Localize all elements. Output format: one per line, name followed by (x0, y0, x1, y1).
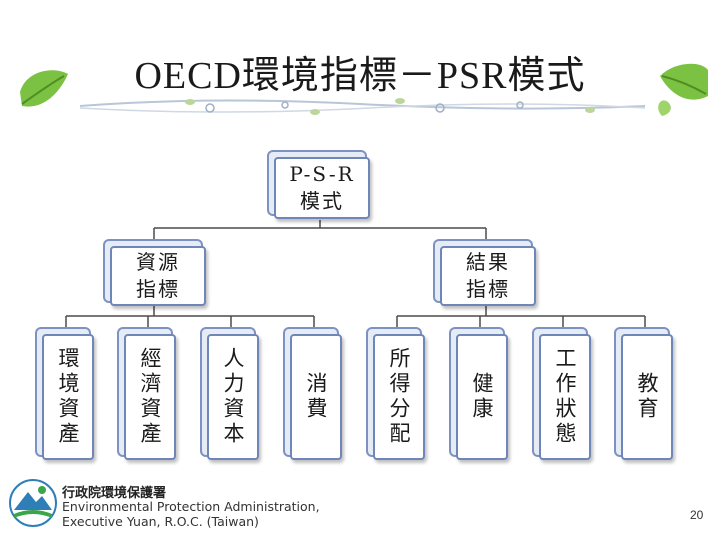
leaf-work-status: 工作狀態 (539, 334, 591, 460)
slide-title: OECD環境指標－PSR模式 (134, 55, 586, 97)
leaf-education: 教育 (621, 334, 673, 460)
node-resource-indicator: 資源 指標 (110, 246, 206, 306)
org-name-chinese: 行政院環境保護署 (62, 486, 167, 501)
leaf-health: 健康 (456, 334, 508, 460)
epa-logo-icon (9, 479, 57, 527)
leaf-income-distribution: 所得分配 (373, 334, 425, 460)
green-leaf-icon (658, 63, 708, 116)
node-outcome-indicator: 結果 指標 (440, 246, 536, 306)
org-name-english-line1: Environmental Protection Administration, (62, 499, 320, 514)
leaf-human-capital: 人力資本 (207, 334, 259, 460)
leaf-environmental-assets: 環境資產 (42, 334, 94, 460)
page-number: 20 (690, 508, 704, 522)
org-name-english-line2: Executive Yuan, R.O.C. (Taiwan) (62, 514, 259, 529)
root-node: P-S-R 模式 (274, 157, 370, 219)
decorative-vine (79, 98, 646, 115)
org-name-english: Environmental Protection Administration,… (62, 499, 320, 529)
green-leaf-icon (20, 70, 68, 107)
leaf-consumption: 消費 (290, 334, 342, 460)
leaf-economic-assets: 經濟資產 (124, 334, 176, 460)
